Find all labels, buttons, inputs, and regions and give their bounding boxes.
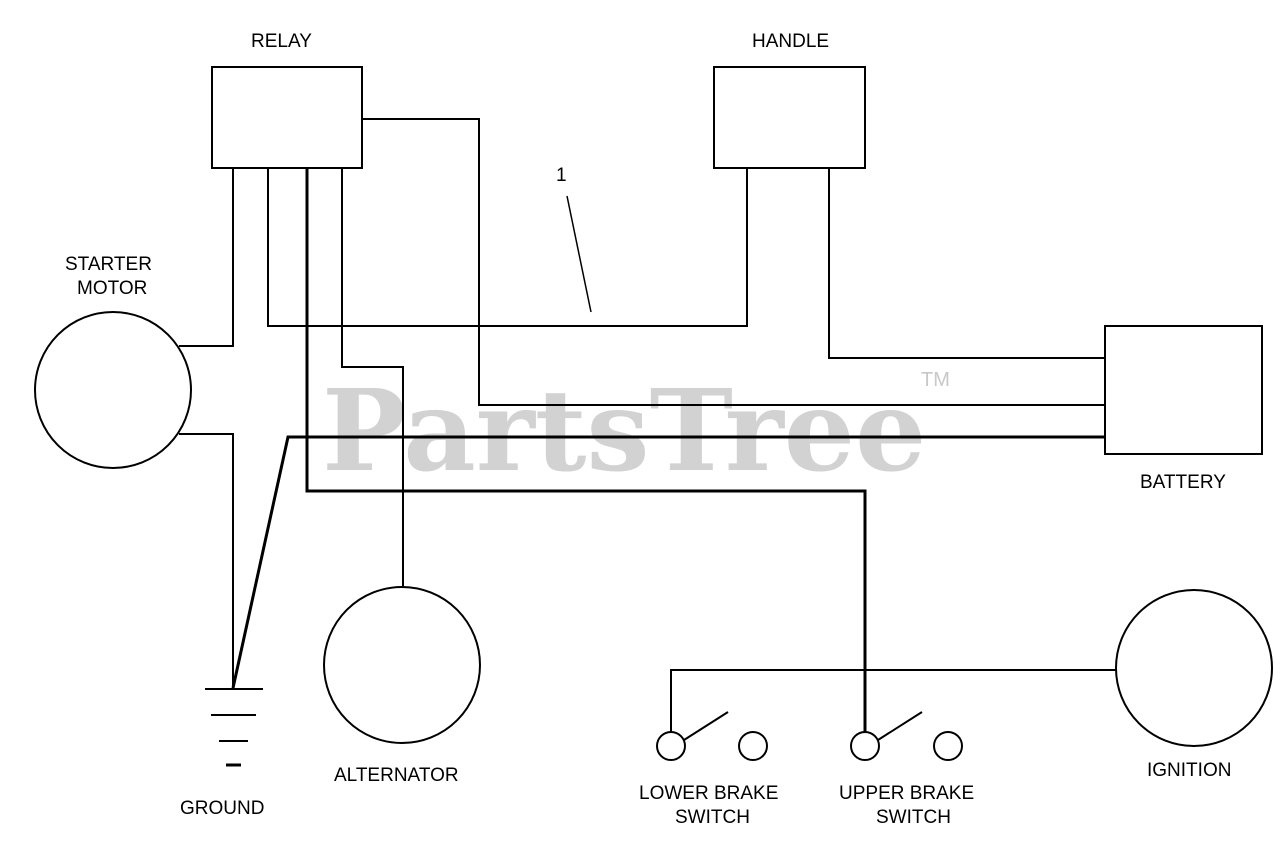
wire-relay-starter xyxy=(179,168,234,347)
lower-brake-lever xyxy=(683,711,729,741)
watermark-text: PartsTree xyxy=(322,366,926,497)
alternator-circle xyxy=(323,586,481,744)
ignition-circle xyxy=(1115,589,1273,747)
upper-brake-label-line1: UPPER BRAKE xyxy=(839,783,974,804)
watermark-trademark: TM xyxy=(921,369,950,391)
callout-1: 1 xyxy=(556,165,567,186)
handle-box xyxy=(713,66,866,169)
starter-motor-circle xyxy=(34,311,192,469)
starter-motor-label-line2: MOTOR xyxy=(77,278,147,299)
alternator-label: ALTERNATOR xyxy=(334,765,459,786)
wire-relay-upper-brake xyxy=(305,168,867,733)
battery-box xyxy=(1104,325,1263,455)
starter-motor-label-line1: STARTER xyxy=(65,254,152,275)
wire-starter-ground xyxy=(179,433,234,688)
wires xyxy=(179,118,1117,733)
wire-relay-handle xyxy=(267,168,748,327)
relay-component: RELAY xyxy=(211,31,363,169)
handle-component: HANDLE xyxy=(713,31,866,169)
ground-label: GROUND xyxy=(180,798,264,819)
relay-label: RELAY xyxy=(251,31,312,52)
ignition-component: IGNITION xyxy=(1115,589,1273,781)
ground-symbol: GROUND xyxy=(180,688,264,819)
lower-brake-switch: LOWER BRAKE SWITCH xyxy=(639,711,778,828)
starter-motor-component: STARTER MOTOR xyxy=(34,254,192,469)
lower-brake-contact-left xyxy=(656,731,686,761)
wire-relay-battery xyxy=(362,118,1105,406)
upper-brake-lever xyxy=(877,711,923,741)
callout-leader-1 xyxy=(566,195,592,313)
battery-label: BATTERY xyxy=(1140,472,1226,493)
upper-brake-contact-right xyxy=(933,731,963,761)
battery-component: BATTERY xyxy=(1104,325,1263,493)
relay-box xyxy=(211,66,363,169)
lower-brake-label-line2: SWITCH xyxy=(675,807,750,828)
alternator-component: ALTERNATOR xyxy=(323,586,481,786)
handle-label: HANDLE xyxy=(752,31,829,52)
upper-brake-switch: UPPER BRAKE SWITCH xyxy=(839,711,974,828)
wire-ignition-lower-brake xyxy=(670,669,1117,733)
wire-handle-battery xyxy=(828,168,1105,359)
upper-brake-contact-left xyxy=(850,731,880,761)
lower-brake-label-line1: LOWER BRAKE xyxy=(639,783,778,804)
lower-brake-contact-right xyxy=(738,731,768,761)
wire-relay-alternator xyxy=(341,168,404,586)
upper-brake-label-line2: SWITCH xyxy=(876,807,951,828)
wire-battery-ground xyxy=(231,435,1105,689)
ignition-label: IGNITION xyxy=(1147,760,1231,781)
